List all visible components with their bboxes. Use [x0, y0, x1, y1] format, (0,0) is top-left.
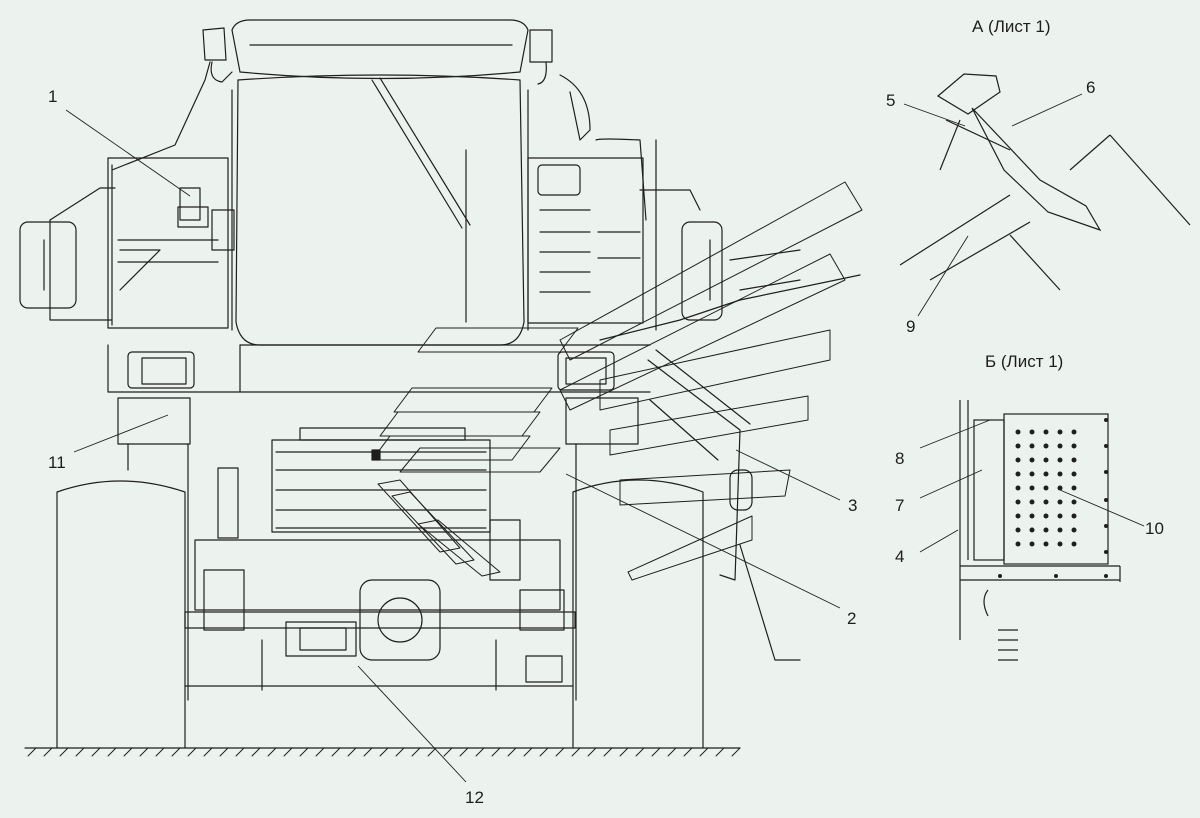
- callout-2: 2: [847, 609, 857, 628]
- callout-11: 11: [48, 453, 66, 472]
- callout-9: 9: [906, 317, 916, 336]
- callout-4: 4: [895, 547, 905, 566]
- perforation-grid: [998, 418, 1108, 578]
- callout-6: 6: [1086, 78, 1096, 97]
- oblique-panel-set: [371, 181, 863, 581]
- cab-window: [231, 74, 529, 346]
- view-a-title: А (Лист 1): [972, 17, 1051, 36]
- callout-8: 8: [895, 449, 905, 468]
- callout-10: 10: [1145, 519, 1164, 538]
- ground-line: [24, 747, 741, 757]
- detail-view-a: [899, 73, 1191, 291]
- leader-lines: [65, 93, 1145, 783]
- callout-3: 3: [848, 496, 858, 515]
- callout-5: 5: [886, 91, 896, 110]
- detail-view-b: [959, 400, 1121, 661]
- callout-12: 12: [465, 788, 484, 807]
- callout-1: 1: [48, 87, 58, 106]
- callout-7: 7: [895, 496, 905, 515]
- cab-roof: [202, 19, 591, 141]
- radiator-grille: [271, 427, 491, 533]
- left-wheel: [56, 480, 186, 749]
- drive-axle: [184, 467, 576, 691]
- right-wheel: [572, 479, 704, 749]
- rear-body: [107, 344, 651, 701]
- view-b-title: Б (Лист 1): [985, 352, 1064, 371]
- left-platform: [19, 61, 235, 329]
- right-ladder-platform: [527, 138, 723, 331]
